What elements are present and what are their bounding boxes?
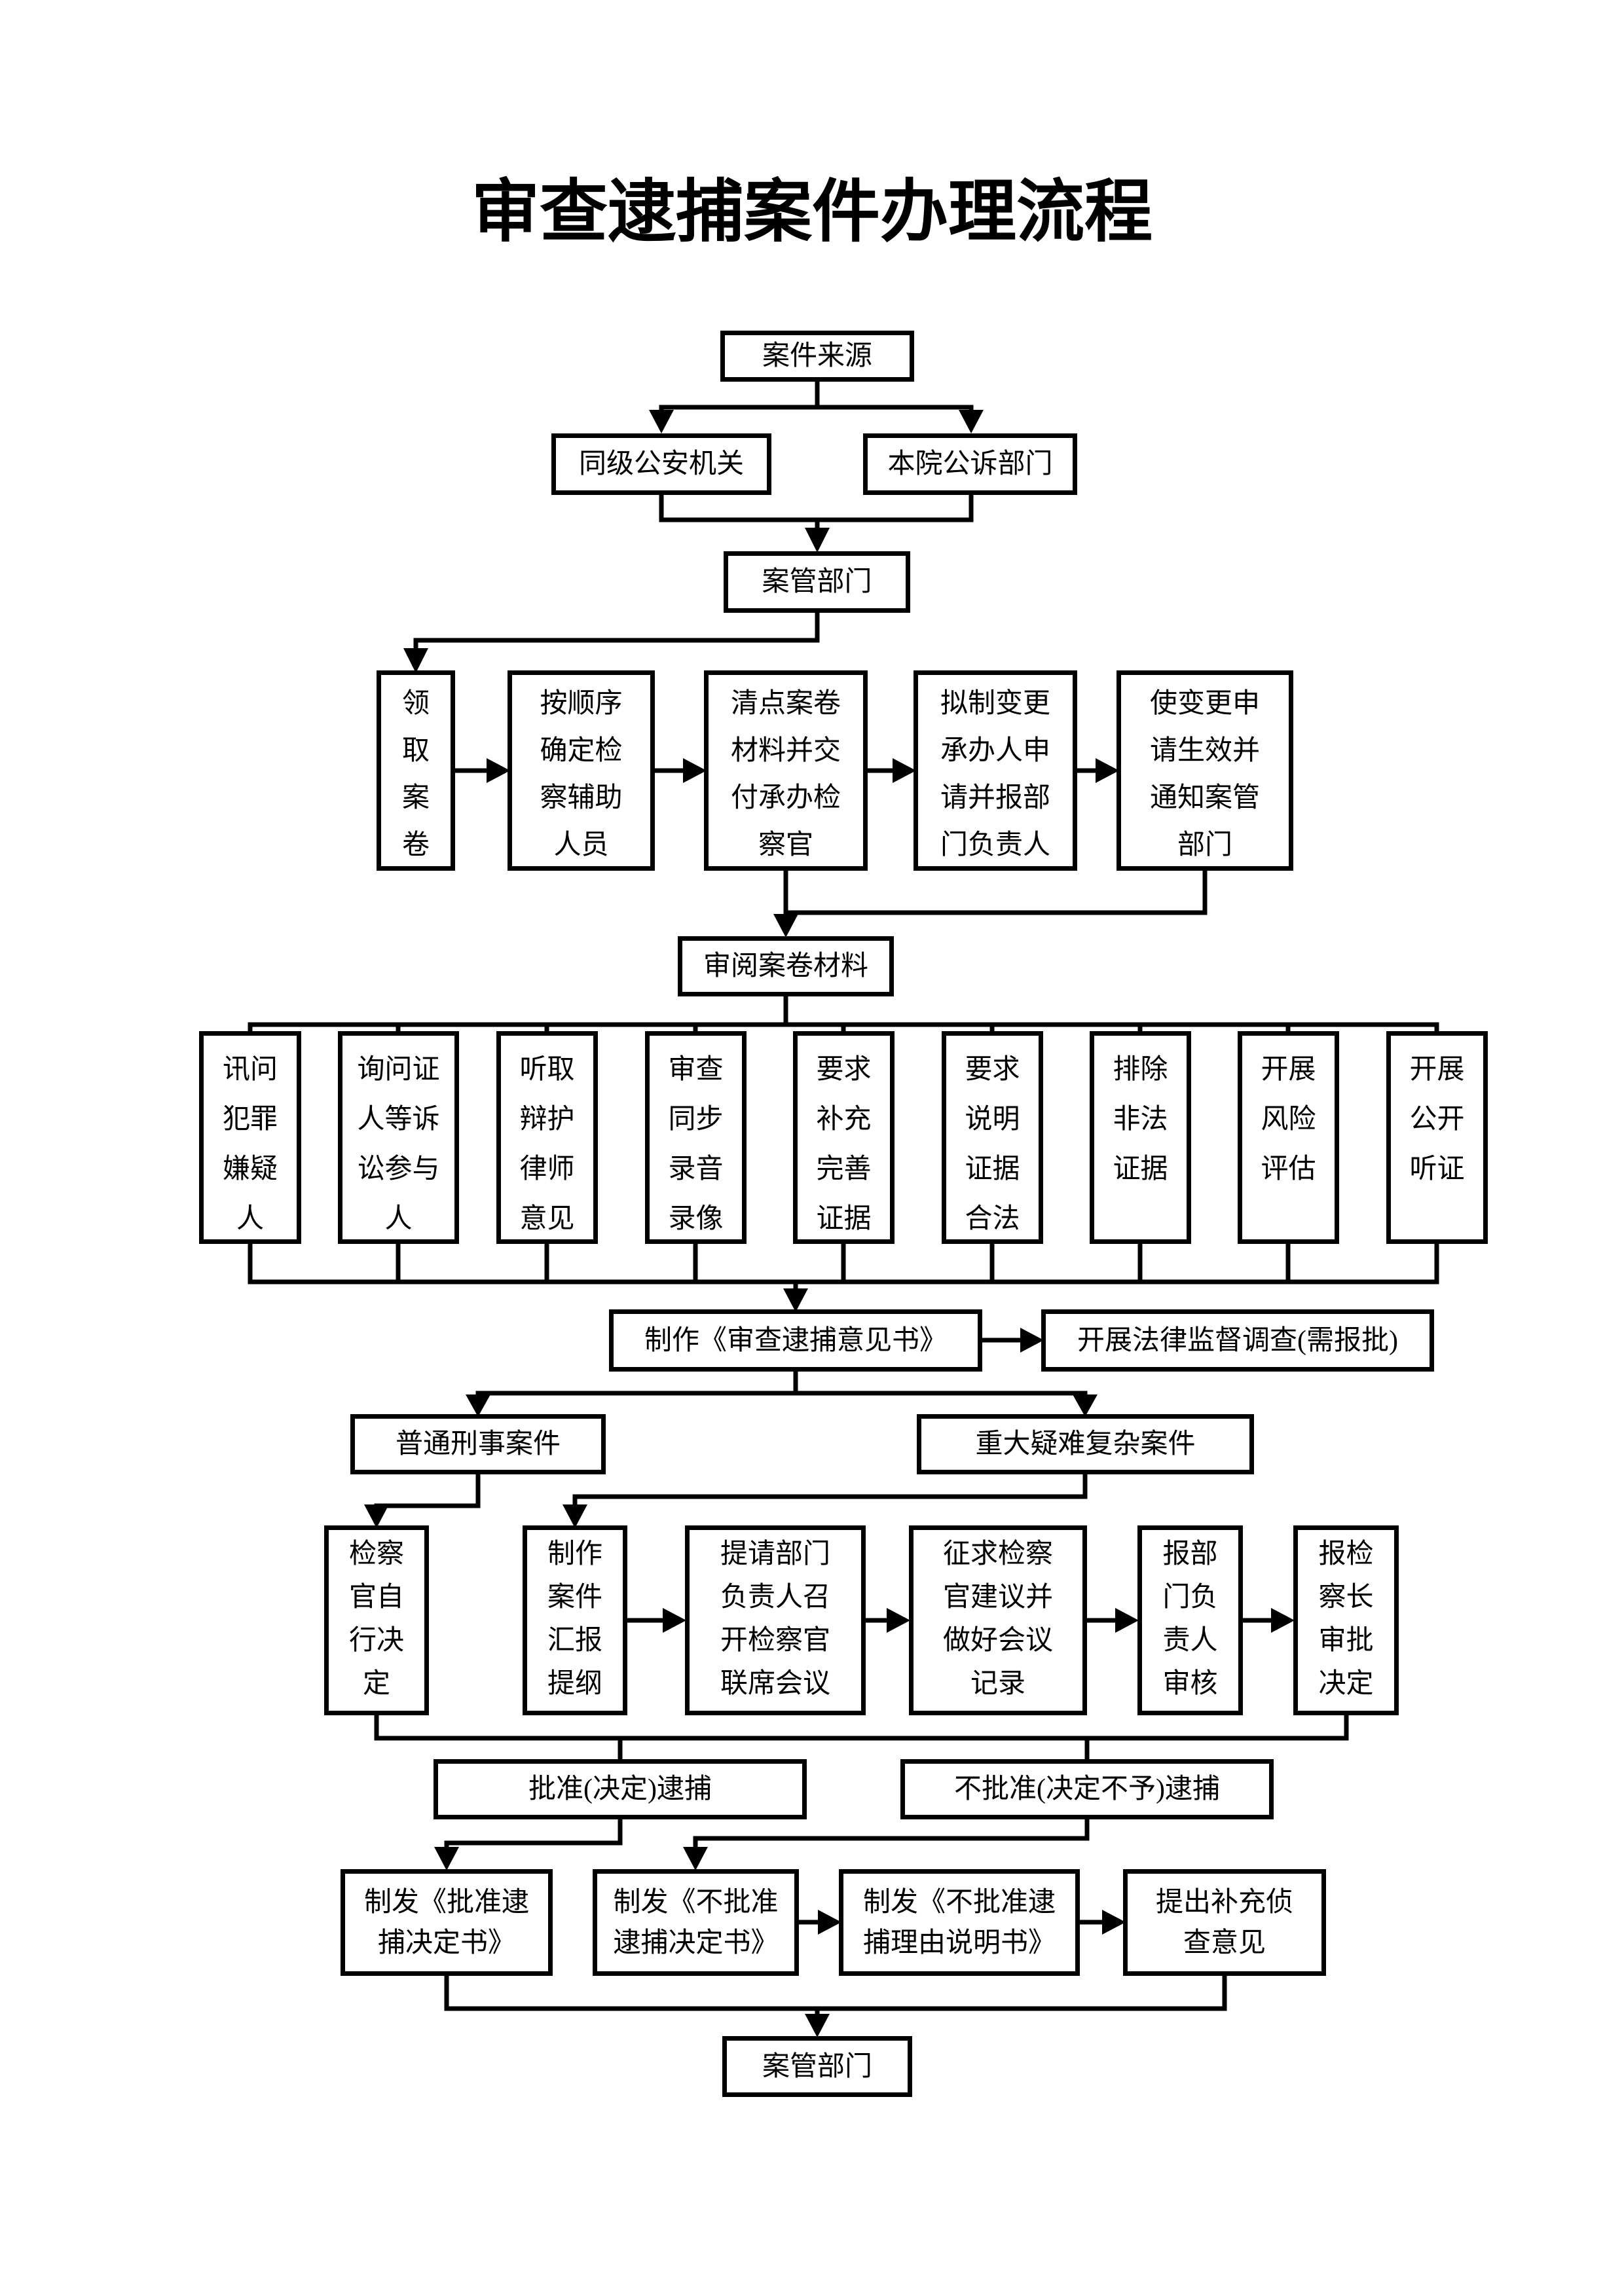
node-prosecutor-self-decision: 检察 官自 行决 定	[324, 1525, 429, 1715]
node-review-case-files: 审阅案卷材料	[678, 936, 894, 996]
node-same-level-police: 同级公安机关	[551, 433, 771, 495]
node-review-recordings: 审查 同步 录音 录像	[645, 1031, 747, 1244]
node-chief-prosecutor-approval: 报检 察长 审批 决定	[1293, 1525, 1399, 1715]
node-case-mgmt-top: 案管部门	[724, 551, 910, 613]
node-exclude-illegal-evidence: 排除 非法 证据	[1090, 1031, 1191, 1244]
node-effect-change-notify: 使变更申 请生效并 通知案管 部门	[1116, 670, 1293, 871]
node-solicit-opinions-record: 征求检察 官建议并 做好会议 记录	[909, 1525, 1087, 1715]
node-approval-decision-doc: 制发《批准逮 捕决定书》	[341, 1869, 553, 1976]
node-case-mgmt-bottom: 案管部门	[722, 2036, 912, 2097]
node-draft-change-request: 拟制变更 承办人申 请并报部 门负责人	[913, 670, 1077, 871]
node-ordinary-criminal-case: 普通刑事案件	[350, 1414, 606, 1474]
node-assign-assistants: 按顺序 确定检 察辅助 人员	[507, 670, 655, 871]
page-title: 审查逮捕案件办理流程	[471, 175, 1153, 250]
node-risk-assessment: 开展 风险 评估	[1238, 1031, 1339, 1244]
node-receive-files: 领 取 案 卷	[377, 670, 455, 871]
node-case-report-outline: 制作 案件 汇报 提纲	[523, 1525, 627, 1715]
node-disapproval-decision-doc: 制发《不批准 逮捕决定书》	[593, 1869, 799, 1976]
node-dept-head-review: 报部 门负 责人 审核	[1137, 1525, 1243, 1715]
node-supplementary-investigation: 提出补充侦 查意见	[1123, 1869, 1326, 1976]
node-disapprove-arrest: 不批准(决定不予)逮捕	[900, 1759, 1274, 1819]
node-interview-witnesses: 询问证 人等诉 讼参与 人	[338, 1031, 459, 1244]
node-disapproval-reason-doc: 制发《不批准逮 捕理由说明书》	[839, 1869, 1080, 1976]
node-require-supplement-evidence: 要求 补充 完善 证据	[793, 1031, 895, 1244]
node-approve-arrest: 批准(决定)逮捕	[434, 1759, 807, 1819]
node-legal-supervision-investigation: 开展法律监督调查(需报批)	[1041, 1309, 1434, 1372]
node-inventory-files: 清点案卷 材料并交 付承办检 察官	[704, 670, 868, 871]
node-joint-prosecutor-meeting: 提请部门 负责人召 开检察官 联席会议	[685, 1525, 866, 1715]
node-require-evidence-legality: 要求 说明 证据 合法	[942, 1031, 1043, 1244]
node-court-prosecution: 本院公诉部门	[863, 433, 1077, 495]
node-major-difficult-case: 重大疑难复杂案件	[917, 1414, 1254, 1474]
node-public-hearing: 开展 公开 听证	[1386, 1031, 1488, 1244]
node-draft-arrest-opinion: 制作《审查逮捕意见书》	[609, 1309, 982, 1372]
node-hear-defense-lawyer: 听取 辩护 律师 意见	[496, 1031, 598, 1244]
node-interrogate-suspect: 讯问 犯罪 嫌疑 人	[199, 1031, 301, 1244]
node-case-source: 案件来源	[720, 331, 914, 382]
